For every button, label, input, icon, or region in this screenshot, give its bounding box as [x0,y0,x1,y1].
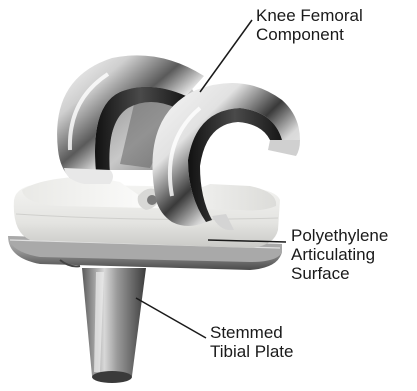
label-femoral-line2: Component [256,25,363,44]
leader-line-tibial [136,298,206,338]
label-stemmed-tibial-plate: Stemmed Tibial Plate [210,323,293,361]
label-femoral-line1: Knee Femoral [256,6,363,25]
label-poly-line3: Surface [291,264,388,283]
label-poly-line1: Polyethylene [291,226,388,245]
label-poly-line2: Articulating [291,245,388,264]
label-tibial-line1: Stemmed [210,323,293,342]
polyethylene-insert [14,176,280,248]
tibial-stem [82,268,146,383]
label-knee-femoral-component: Knee Femoral Component [256,6,363,44]
leader-line-femoral [200,20,252,92]
label-tibial-line2: Tibial Plate [210,342,293,361]
label-polyethylene-articulating-surface: Polyethylene Articulating Surface [291,226,388,283]
